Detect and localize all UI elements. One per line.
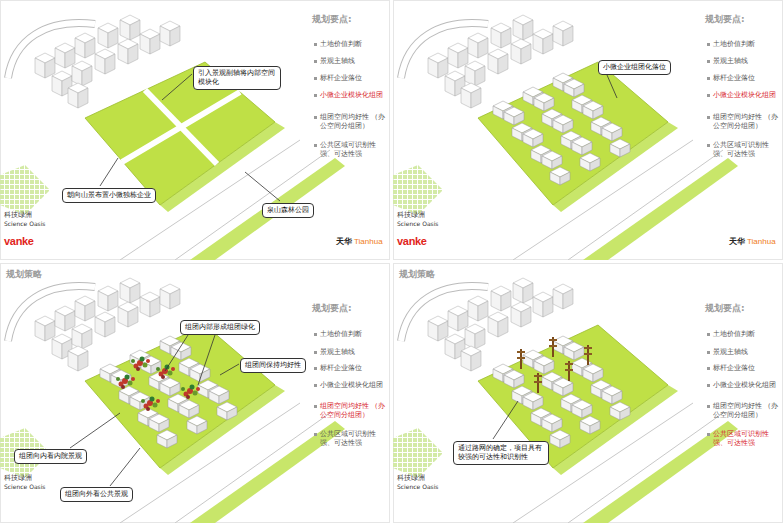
brand-logo: Tianhua	[747, 237, 776, 247]
slide-title: 规划策略	[399, 269, 435, 281]
section-header: 规划要点:	[312, 14, 352, 26]
plan-point: 标杆企业落位	[713, 364, 779, 373]
callout-text: 泉山森林公园	[267, 206, 309, 215]
callout-text: 通过路网的确定，项目具有较强的可达性和识别性	[458, 444, 544, 462]
callout-box: 组团间保持均好性	[240, 358, 306, 373]
callout-box: 组团向外看公共景观	[60, 487, 133, 502]
callout-box: 小微企业组团化落位	[598, 60, 671, 75]
plan-point: 土地价值判断	[320, 330, 386, 339]
logo-name-en: Science Oasis	[397, 220, 438, 228]
callout-box: 组团向内看内院景观	[14, 449, 87, 464]
logo-name-en: Science Oasis	[4, 483, 45, 491]
brand-logo: 天华	[729, 237, 745, 247]
logo-name: 科技绿洲	[397, 474, 425, 483]
plan-point: 公共区域可识别性强、可达性强	[713, 141, 779, 159]
logo-name: 科技绿洲	[4, 474, 32, 483]
section-header: 规划要点:	[705, 303, 745, 315]
callout-text: 组团内部形成组团绿化	[185, 323, 255, 332]
slide: 规划策略规划要点: 土地价值判断景观主轴线标杆企业落位小微企业模块化组团组团空间均…	[393, 263, 783, 523]
brand-logo: vanke	[397, 234, 427, 248]
plan-point: 土地价值判断	[713, 40, 779, 49]
plan-point: 公共区域可识别性强、可达性强	[320, 430, 386, 448]
slide: 规划要点: 土地价值判断景观主轴线标杆企业落位小微企业模块化组团组团空间均好性 （…	[393, 0, 783, 260]
logo-name-en: Science Oasis	[397, 483, 438, 491]
callout-text: 组团间保持均好性	[245, 361, 301, 370]
callout-box: 引入景观副轴将内部空间模块化	[193, 66, 281, 90]
slide-title: 规划策略	[6, 269, 42, 281]
callout-text: 小微企业组团化落位	[603, 63, 666, 72]
callout-box: 通过路网的确定，项目具有较强的可达性和识别性	[453, 441, 549, 465]
brand-logo: 天华	[336, 237, 352, 247]
logo-name: 科技绿洲	[397, 211, 425, 220]
plan-point: 公共区域可识别性强、可达性强	[320, 141, 386, 159]
plan-point: 公共区域可识别性强、可达性强	[713, 430, 779, 448]
plan-point: 小微企业模块化组团	[320, 91, 386, 100]
site-plan	[0, 263, 390, 523]
plan-point: 土地价值判断	[320, 40, 386, 49]
callout-text: 组团向外看公共景观	[65, 490, 128, 499]
plan-point: 小微企业模块化组团	[713, 381, 779, 390]
plan-point: 标杆企业落位	[713, 74, 779, 83]
site-plan	[393, 263, 783, 523]
plan-point: 组团空间均好性 （办公空间分组团）	[320, 402, 386, 420]
plan-point: 组团空间均好性 （办公空间分组团）	[713, 113, 779, 131]
callout-text: 引入景观副轴将内部空间模块化	[198, 69, 276, 87]
section-header: 规划要点:	[312, 303, 352, 315]
plan-point: 景观主轴线	[320, 57, 386, 66]
callout-text: 朝向山景布置小微独栋企业	[67, 191, 151, 200]
logo-name: 科技绿洲	[4, 211, 32, 220]
plan-point: 组团空间均好性 （办公空间分组团）	[320, 113, 386, 131]
callout-box: 泉山森林公园	[262, 203, 314, 218]
plan-point: 小微企业模块化组团	[320, 381, 386, 390]
plan-point: 景观主轴线	[713, 57, 779, 66]
plan-point: 标杆企业落位	[320, 364, 386, 373]
plan-point: 标杆企业落位	[320, 74, 386, 83]
logo-name-en: Science Oasis	[4, 220, 45, 228]
plan-point: 景观主轴线	[320, 348, 386, 357]
plan-point: 组团空间均好性 （办公空间分组团）	[713, 402, 779, 420]
slide: 规划要点: 土地价值判断景观主轴线标杆企业落位小微企业模块化组团组团空间均好性 （…	[0, 0, 390, 260]
slide: 规划策略规划要点: 土地价值判断景观主轴线标杆企业落位小微企业模块化组团组团空间均…	[0, 263, 390, 523]
plan-point: 土地价值判断	[713, 330, 779, 339]
brand-logo: vanke	[4, 234, 34, 248]
callout-box: 组团内部形成组团绿化	[180, 320, 260, 335]
plan-point: 景观主轴线	[713, 348, 779, 357]
plan-point: 小微企业模块化组团	[713, 91, 779, 100]
brand-logo: Tianhua	[354, 237, 383, 247]
callout-box: 朝向山景布置小微独栋企业	[62, 188, 156, 203]
callout-text: 组团向内看内院景观	[19, 452, 82, 461]
section-header: 规划要点:	[705, 14, 745, 26]
